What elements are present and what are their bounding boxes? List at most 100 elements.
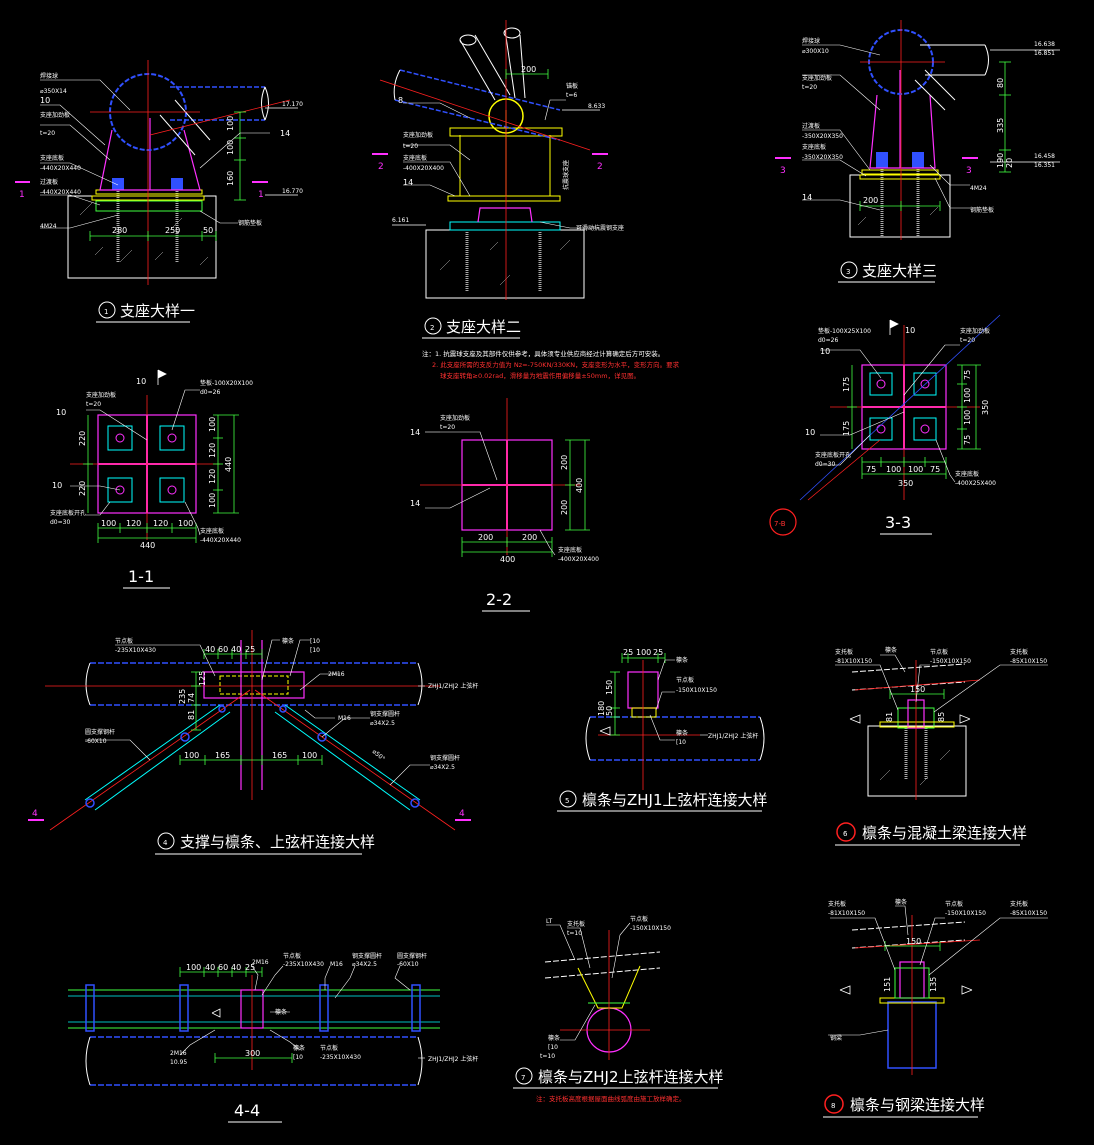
s22-label-3: -400X20X400 bbox=[558, 556, 599, 563]
d1-label-6: 过渡板 bbox=[40, 178, 58, 186]
detail-6-number: 6 bbox=[843, 830, 848, 838]
d4-label-3: [10 bbox=[310, 638, 320, 645]
d4-label-10: 钢支撑圆杆 bbox=[430, 754, 460, 762]
s33-label-1: d0=26 bbox=[818, 337, 838, 344]
cut-mark-1-right: 1 bbox=[258, 190, 264, 200]
s33-label-3: t=20 bbox=[960, 337, 975, 344]
detail-8-number: 8 bbox=[831, 1102, 835, 1110]
detail-4-title: 支撑与檩条、上弦杆连接大样 bbox=[180, 833, 375, 851]
s11-dim-v-2: 120 bbox=[208, 469, 217, 484]
d8-label-5: 支托板 bbox=[1010, 900, 1028, 908]
d5-dim-0: 25 bbox=[623, 648, 633, 657]
d5-dim-2: 25 bbox=[653, 648, 663, 657]
d6-label-4: -150X10X150 bbox=[930, 658, 971, 665]
s33-label-5: d0=30 bbox=[815, 461, 835, 468]
d8-label-2: 檩条 bbox=[895, 898, 907, 906]
section-3-3: 75 100 100 75 350 75 100 100 75 350 175 … bbox=[769, 314, 1001, 536]
cut-mark-3-left: 3 bbox=[780, 166, 786, 176]
d4-label-11: ⌀34X2.5 bbox=[430, 764, 455, 771]
s44-label-14: -235X10X430 bbox=[320, 1054, 361, 1061]
d6-label-3: 节点板 bbox=[930, 648, 948, 656]
s44-label-0: 2M16 bbox=[252, 959, 269, 966]
detail-6-title: 檩条与混凝土梁连接大样 bbox=[862, 824, 1027, 842]
d4-dim-8: 100 bbox=[184, 751, 199, 760]
d4-label-5: M16 bbox=[338, 715, 351, 722]
cut-mark-3-right: 3 bbox=[966, 166, 972, 176]
d7-label-2: t=10 bbox=[567, 930, 582, 937]
d7-label-4: -150X10X150 bbox=[630, 925, 671, 932]
s33-weld-2: 10 bbox=[905, 326, 915, 335]
d3-label-4: 过渡板 bbox=[802, 122, 820, 130]
d6-label-6: -85X10X150 bbox=[1010, 658, 1047, 665]
d1-elev-0: 17.170 bbox=[282, 101, 303, 108]
d1-dim-5: 50 bbox=[203, 226, 213, 235]
s11-weld-1: 10 bbox=[52, 481, 62, 490]
s33-label-7: -400X25X400 bbox=[955, 480, 996, 487]
detail-4-bracing: 4 4 40 60 40 25 235 125 81 74 100 165 16… bbox=[28, 630, 478, 855]
s33-dim-h-2: 100 bbox=[908, 465, 923, 474]
s44-label-9: 2M16 bbox=[170, 1050, 187, 1057]
detail-2-number: 2 bbox=[430, 324, 434, 332]
d2-label-6: 可滑动抗震钢支座 bbox=[576, 224, 624, 232]
d3-label-9: 钢筋垫板 bbox=[970, 206, 994, 214]
s44-label-1: 节点板 bbox=[283, 952, 301, 960]
s33-dim-v-1: 100 bbox=[963, 388, 972, 403]
s11-dim-h-3: 100 bbox=[178, 519, 193, 528]
s44-dim-1: 40 bbox=[205, 963, 215, 972]
d3-dim-0: 80 bbox=[996, 78, 1005, 88]
s33-left-v-1: 175 bbox=[842, 421, 851, 436]
s22-total-h: 400 bbox=[500, 555, 515, 564]
d4-label-4: 2M16 bbox=[328, 671, 345, 678]
s33-weld-1: 10 bbox=[805, 428, 815, 437]
d1-label-0: 焊接球 bbox=[40, 72, 58, 80]
s11-dim-h-1: 120 bbox=[126, 519, 141, 528]
s33-left-v-0: 175 bbox=[842, 377, 851, 392]
detail-7-title: 檩条与ZHJ2上弦杆连接大样 bbox=[538, 1068, 724, 1086]
s44-dim-3: 40 bbox=[231, 963, 241, 972]
s33-label-4: 支座底板开孔 bbox=[815, 451, 851, 459]
s11-total-v: 440 bbox=[224, 457, 233, 472]
s11-total-h: 440 bbox=[140, 541, 155, 550]
s44-dim-5: 300 bbox=[245, 1049, 260, 1058]
d4-angle: ⌀50° bbox=[371, 748, 386, 763]
d1-label-3: t=20 bbox=[40, 130, 55, 137]
s11-left-v-0: 220 bbox=[78, 431, 87, 446]
d4-label-6: 钢支撑圆杆 bbox=[370, 710, 400, 718]
d4-dim-3: 25 bbox=[245, 645, 255, 654]
d4-label-9: -60X10 bbox=[85, 738, 107, 745]
d1-label-5: -440X20X440 bbox=[40, 165, 81, 172]
s44-label-7: -60X10 bbox=[397, 961, 419, 968]
d4-dim-0: 40 bbox=[205, 645, 215, 654]
detail-6-concrete-beam: 150 81 85 支托板 -81X10X150 檩条 节点板 -150X10X… bbox=[835, 646, 1048, 846]
detail-4-number: 4 bbox=[163, 839, 168, 847]
detail-3-number: 3 bbox=[846, 268, 850, 276]
d2-label-1: t=20 bbox=[403, 143, 418, 150]
d5-label-2: -150X10X150 bbox=[676, 687, 717, 694]
axis-tag: 7-B bbox=[774, 520, 786, 528]
d2-weld-8: 8 bbox=[398, 96, 403, 105]
d8-label-3: 节点板 bbox=[945, 900, 963, 908]
s44-dim-0: 100 bbox=[186, 963, 201, 972]
s33-dim-h-3: 75 bbox=[930, 465, 940, 474]
d5-label-0: 檩条 bbox=[676, 656, 688, 664]
s11-label-6: 支座底板 bbox=[200, 527, 224, 535]
d5-label-3: 檩条 bbox=[676, 729, 688, 737]
d6-label-5: 支托板 bbox=[1010, 648, 1028, 656]
detail-5-purlin: 25 100 25 150 50 180 檩条 节点板 -150X10X150 … bbox=[557, 648, 768, 812]
cut-mark-2-right: 2 bbox=[597, 162, 603, 172]
d4-label-8: 圆支撑钢杆 bbox=[85, 728, 115, 736]
d2-label-5: t=6 bbox=[566, 92, 577, 99]
d3-label-1: ⌀300X10 bbox=[802, 48, 829, 55]
s44-dim-4: 25 bbox=[245, 963, 255, 972]
d2-dim-0: 200 bbox=[521, 65, 536, 74]
s11-label-1: t=20 bbox=[86, 401, 101, 408]
detail-8-title: 檩条与钢梁连接大样 bbox=[850, 1096, 985, 1114]
detail-7-purlin: LT 支托板 t=10 节点板 -150X10X150 檩条 [10 t=10 … bbox=[513, 915, 724, 1103]
d4-label-3b: [10 bbox=[310, 647, 320, 654]
s22-weld-1: 14 bbox=[410, 499, 420, 508]
s22-dim-h-1: 200 bbox=[522, 533, 537, 542]
s33-dim-v-2: 100 bbox=[963, 410, 972, 425]
d8-label-4: -150X10X150 bbox=[945, 910, 986, 917]
d5-label-5: ZHJ1/ZHJ2 上弦杆 bbox=[708, 732, 758, 740]
s11-dim-v-1: 120 bbox=[208, 443, 217, 458]
